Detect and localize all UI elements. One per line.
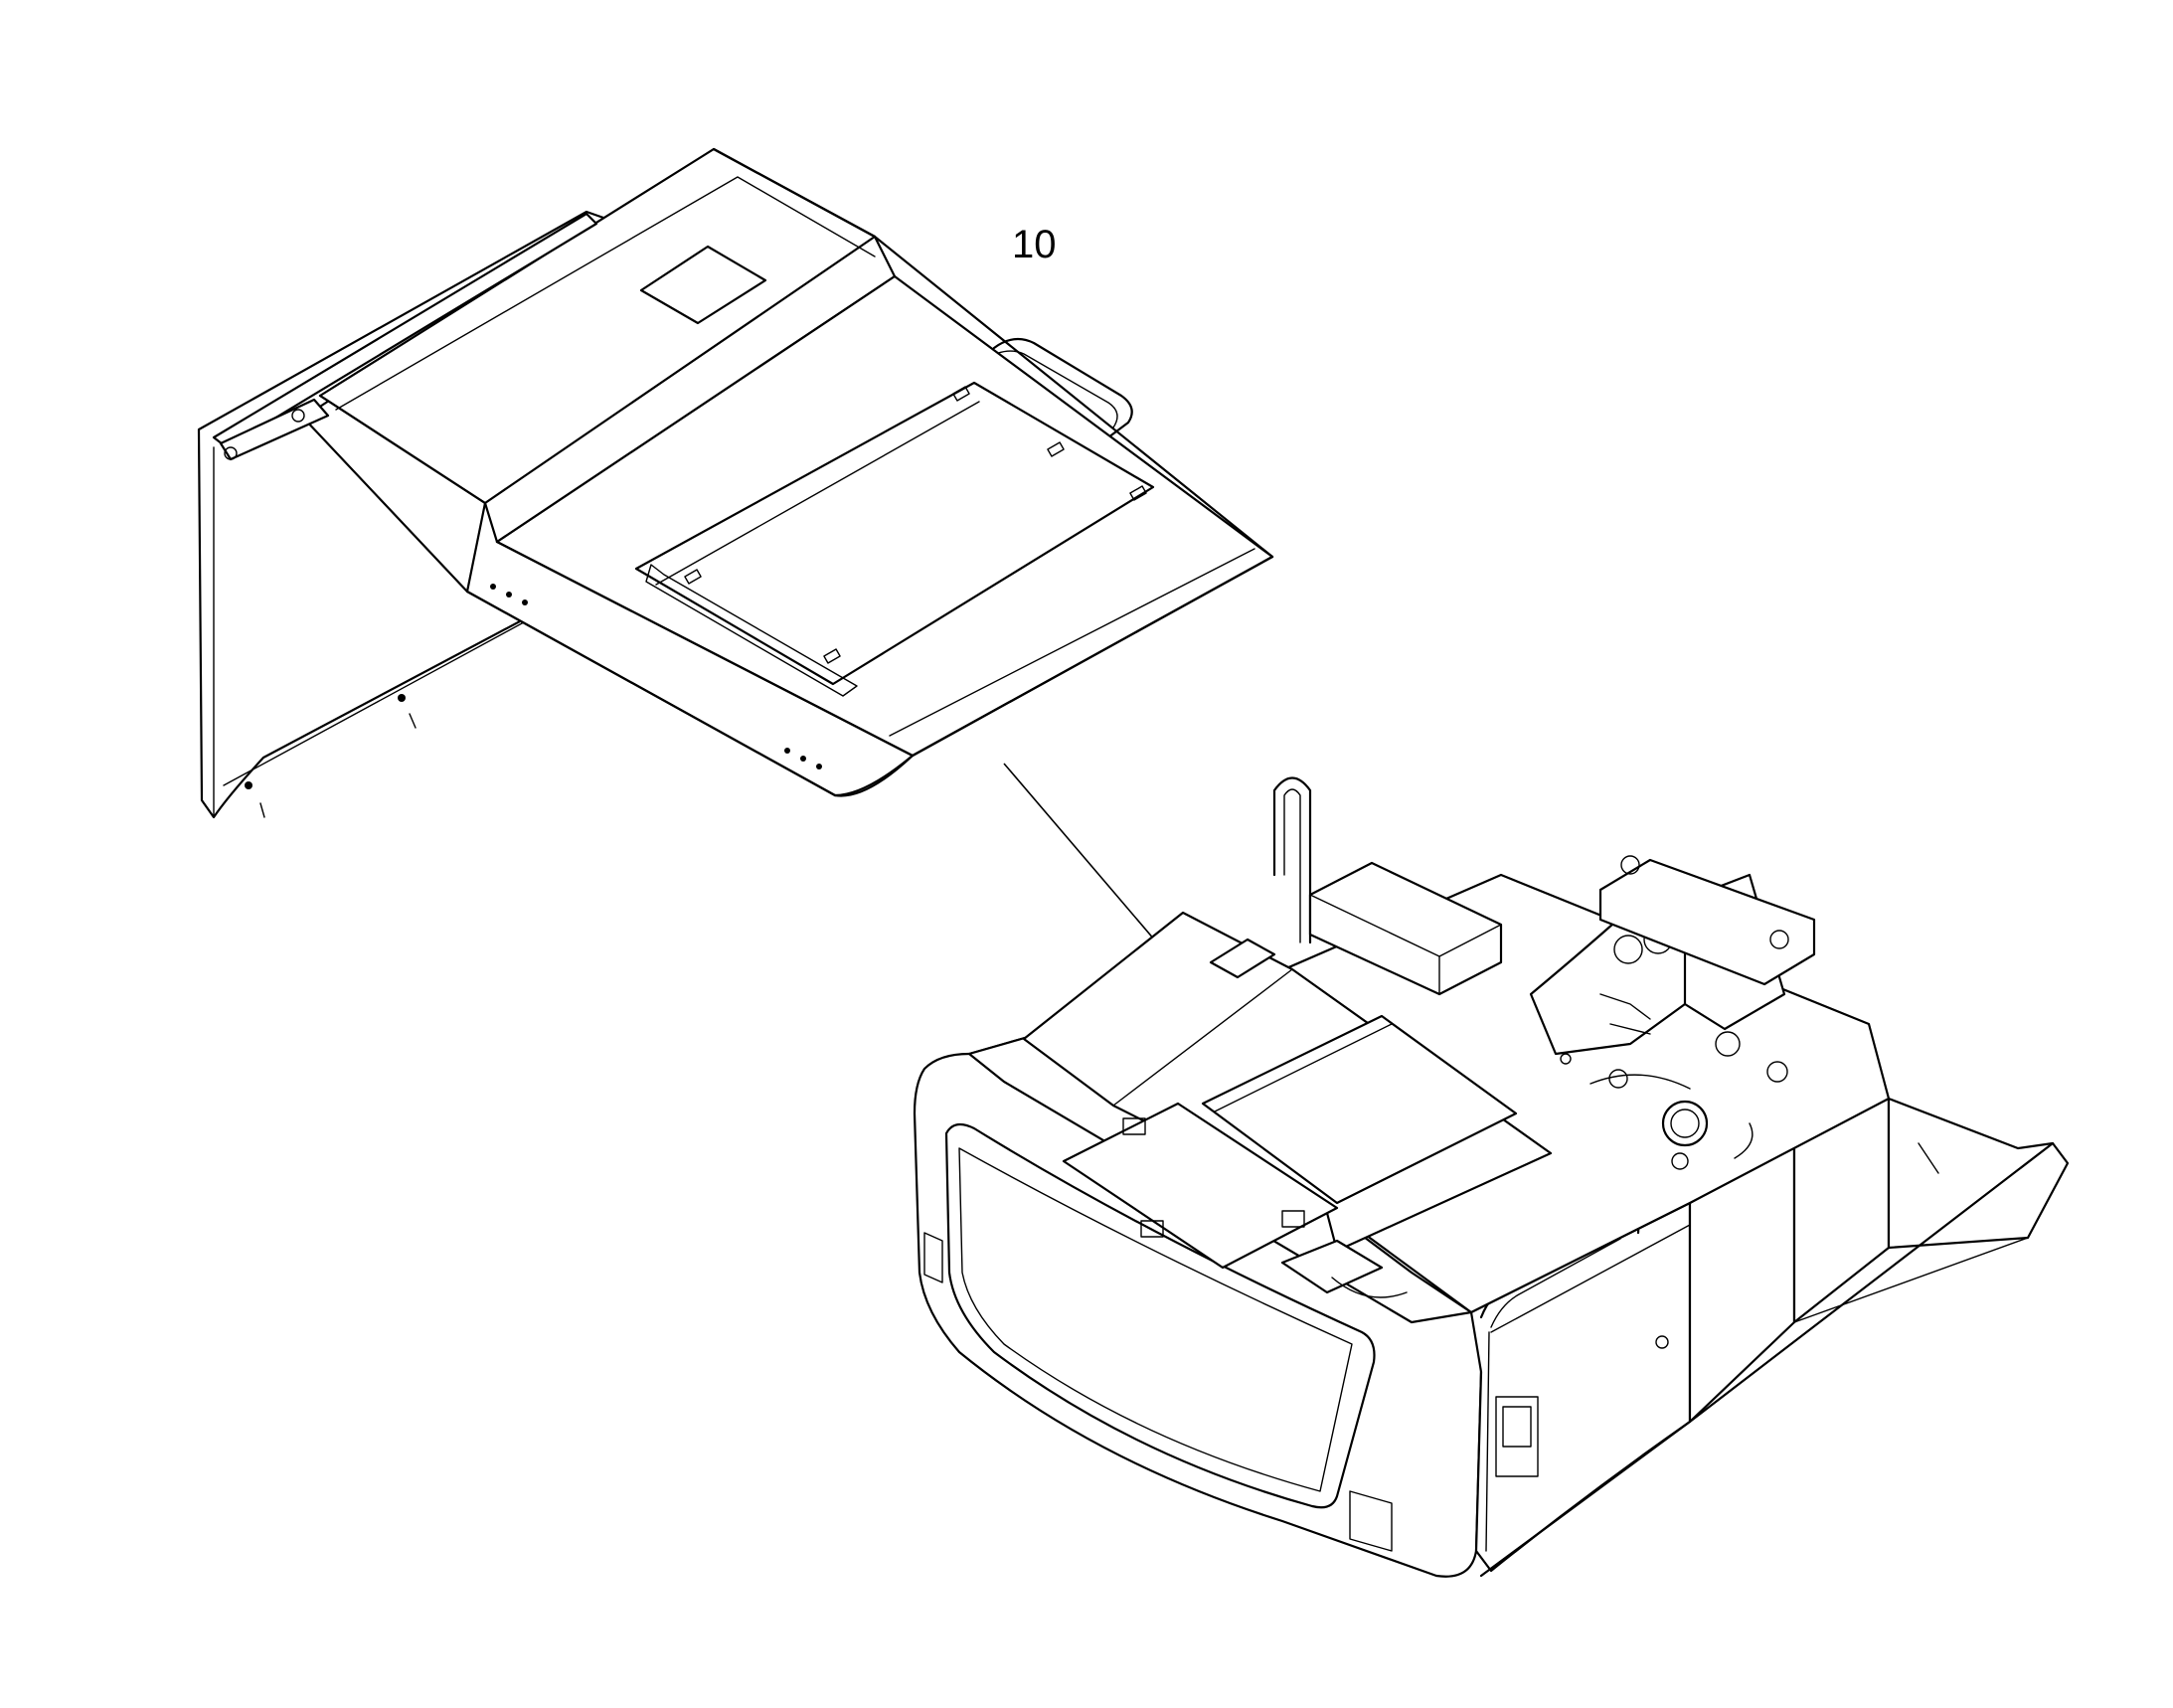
- rear-tank-box: [1598, 858, 1816, 986]
- tail-plate: [1887, 1097, 2070, 1250]
- fuel-cap: [1661, 1100, 1709, 1147]
- cover-handle: [992, 337, 1133, 439]
- counterweight-window: [944, 1122, 1376, 1509]
- cover-lid: [634, 381, 1155, 686]
- machine-frame: [913, 776, 2070, 1578]
- cover-small-hatch: [639, 245, 767, 325]
- cover-assembly: [197, 147, 1274, 819]
- callout-10: 10: [1012, 223, 1057, 266]
- grab-handle: [1272, 776, 1312, 944]
- battery-box: [1308, 861, 1503, 996]
